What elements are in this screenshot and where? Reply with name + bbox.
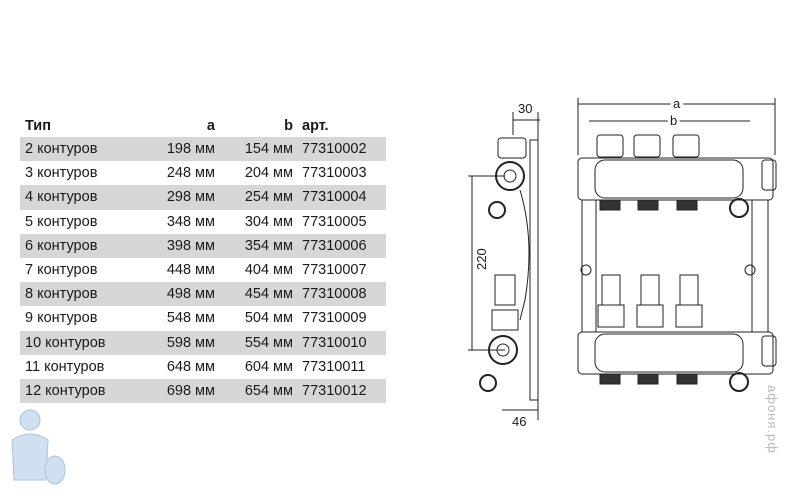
cell-type: 5 контуров (25, 213, 98, 230)
header-a: a (206, 118, 215, 134)
cell-type: 6 контуров (25, 237, 98, 254)
cell-type: 2 контуров (25, 141, 98, 158)
dim-220: 220 (474, 248, 489, 270)
table-row: 9 контуров 548 мм 504 мм 77310009 (20, 306, 386, 330)
table-row: 12 контуров 698 мм 654 мм 77310012 (20, 378, 386, 404)
dimensions-table: Тип a b арт. 2 контуров 198 мм 154 мм 77310… (20, 115, 386, 404)
table-row: 8 контуров 498 мм 454 мм 77310008 (20, 282, 386, 307)
cell-b: 404 мм (244, 262, 293, 279)
cell-art: 77310006 (302, 237, 367, 254)
cell-b: 654 мм (244, 382, 293, 399)
cell-art: 77310008 (302, 286, 367, 303)
cell-b: 604 мм (244, 358, 293, 375)
cell-a: 498 мм (166, 286, 215, 303)
table-row: 3 контуров 248 мм 204 мм 77310003 (20, 161, 386, 185)
cell-a: 198 мм (166, 141, 215, 158)
cell-art: 77310004 (302, 189, 367, 206)
dim-30: 30 (518, 101, 532, 116)
table-row: 10 контуров 598 мм 554 мм 77310010 (20, 330, 386, 355)
table-header: Тип a b арт. (20, 115, 386, 137)
cell-art: 77310012 (302, 382, 367, 399)
table-row: 6 контуров 398 мм 354 мм 77310006 (20, 233, 386, 258)
cell-a: 398 мм (166, 237, 215, 254)
cell-b: 504 мм (244, 310, 293, 327)
cell-a: 248 мм (166, 165, 215, 182)
cell-type: 11 контуров (25, 358, 105, 375)
cell-type: 10 контуров (25, 334, 106, 351)
table-row: 2 контуров 198 мм 154 мм 77310002 (20, 137, 386, 162)
table-row: 11 контуров 648 мм 604 мм 77310011 (20, 355, 386, 379)
dim-46: 46 (512, 414, 526, 429)
cell-b: 204 мм (244, 165, 293, 182)
dim-b: b (670, 113, 677, 128)
cell-art: 77310007 (302, 262, 367, 279)
cell-type: 8 контуров (25, 286, 98, 303)
cell-b: 354 мм (244, 237, 293, 254)
cell-type: 7 контуров (25, 262, 98, 279)
table-row: 5 контуров 348 мм 304 мм 77310005 (20, 210, 386, 234)
cell-art: 77310005 (302, 213, 367, 230)
cell-type: 3 контуров (25, 165, 98, 182)
cell-art: 77310002 (302, 141, 367, 158)
cell-a: 348 мм (166, 213, 215, 230)
cell-art: 77310011 (302, 358, 366, 375)
cell-art: 77310003 (302, 165, 367, 182)
cell-b: 454 мм (244, 286, 293, 303)
cell-a: 648 мм (166, 358, 215, 375)
cell-art: 77310009 (302, 310, 367, 327)
cell-a: 698 мм (166, 382, 215, 399)
plumber-mascot-logo (11, 409, 66, 485)
cell-type: 12 контуров (25, 382, 106, 399)
cell-a: 598 мм (166, 334, 215, 351)
table-row: 7 контуров 448 мм 404 мм 77310007 (20, 258, 386, 282)
cell-b: 304 мм (244, 213, 293, 230)
header-b: b (284, 118, 293, 134)
table-row: 4 контуров 298 мм 254 мм 77310004 (20, 185, 386, 210)
dim-a: a (673, 96, 681, 111)
cell-a: 448 мм (166, 262, 215, 279)
cell-a: 548 мм (166, 310, 215, 327)
header-art: арт. (302, 118, 329, 134)
cell-type: 9 контуров (25, 310, 98, 327)
cell-type: 4 контуров (25, 189, 98, 206)
cell-a: 298 мм (166, 189, 215, 206)
header-type: Тип (25, 118, 51, 134)
cell-b: 554 мм (244, 334, 293, 351)
cell-art: 77310010 (302, 334, 367, 351)
cell-b: 254 мм (244, 189, 293, 206)
cell-b: 154 мм (244, 141, 293, 158)
watermark: афоня.рф (765, 385, 780, 454)
